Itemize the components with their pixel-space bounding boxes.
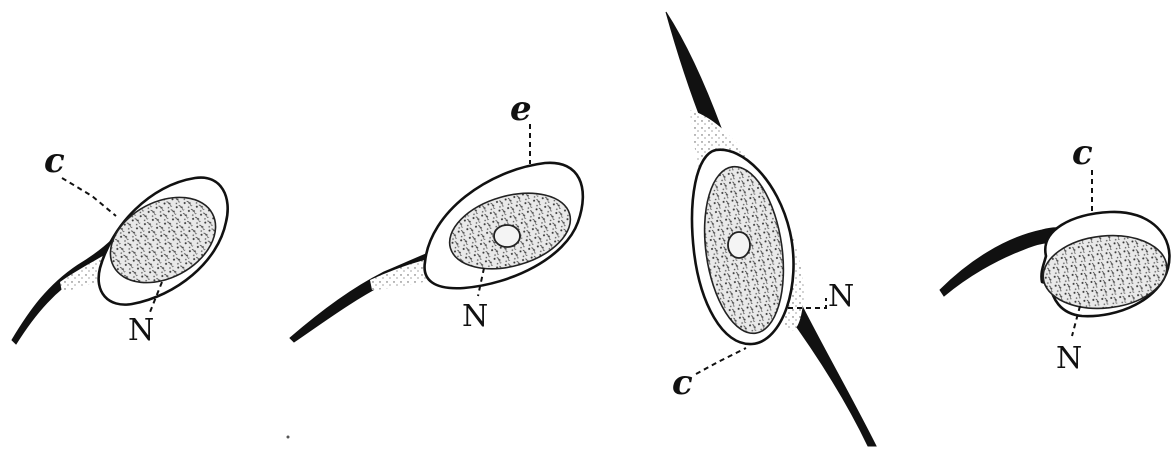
cell-3-capsule-leader (696, 348, 746, 374)
ink-speck (287, 436, 290, 439)
cell-2-nucleus-label: N (462, 299, 488, 334)
cell-1-capsule-leader (62, 178, 116, 216)
cell-3-nucleolus (728, 232, 750, 258)
cell-2-nucleolus (494, 225, 520, 247)
cell-1: c N (12, 141, 230, 348)
cell-3-capsule-label: c (672, 363, 693, 403)
cell-4: c N (940, 133, 1170, 376)
cell-4-nucleus-label: N (1056, 341, 1082, 376)
cell-3-nucleus-label: N (828, 279, 854, 314)
cell-1-nucleus-label: N (128, 313, 154, 348)
cell-3: N c (666, 12, 876, 446)
cell-2-capsule-label: e (510, 89, 532, 129)
cell-4-capsule-label: c (1072, 133, 1093, 173)
cell-2: e N (290, 89, 583, 342)
cell-1-capsule-label: c (44, 141, 65, 181)
